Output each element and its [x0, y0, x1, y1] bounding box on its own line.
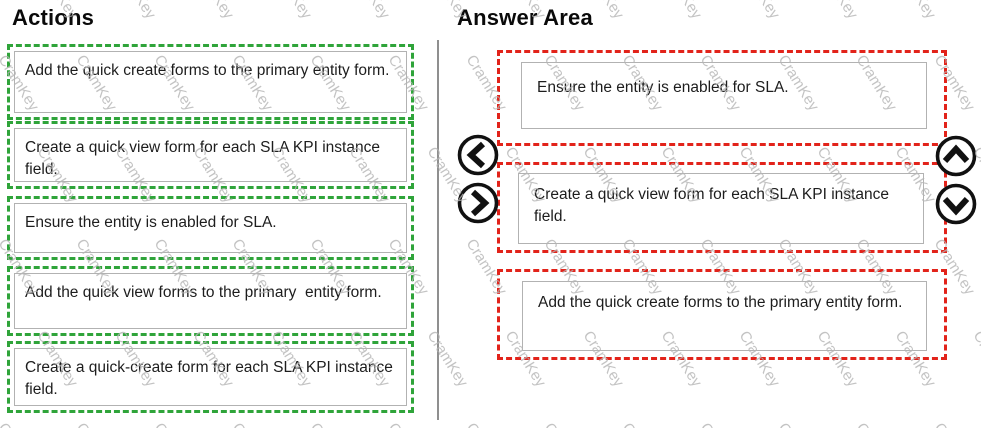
move-down-button[interactable] — [934, 182, 978, 226]
answer-slot[interactable]: Add the quick create forms to the primar… — [497, 269, 947, 360]
answer-item-label: Ensure the entity is enabled for SLA. — [537, 79, 789, 96]
answer-item-card[interactable]: Ensure the entity is enabled for SLA. — [521, 62, 927, 129]
answer-slot[interactable]: Create a quick view form for each SLA KP… — [497, 162, 947, 253]
answer-item-label: Add the quick create forms to the primar… — [538, 294, 903, 311]
action-item[interactable]: Create a quick view form for each SLA KP… — [7, 121, 414, 189]
watermark-text: CramKey — [658, 0, 706, 22]
watermark-text: CramKey — [463, 420, 511, 428]
watermark-text: CramKey — [307, 420, 355, 428]
watermark-text: CramKey — [0, 144, 4, 207]
watermark-text: CramKey — [697, 420, 745, 428]
action-item-label: Add the quick create forms to the primar… — [25, 62, 390, 79]
watermark-text: CramKey — [385, 420, 433, 428]
action-item-card[interactable]: Add the quick create forms to the primar… — [14, 51, 407, 113]
answer-item-card[interactable]: Create a quick view form for each SLA KP… — [518, 173, 924, 244]
action-item[interactable]: Ensure the entity is enabled for SLA. — [7, 196, 414, 260]
answer-slot[interactable]: Ensure the entity is enabled for SLA. — [497, 50, 947, 146]
watermark-text: CramKey — [969, 328, 981, 391]
watermark-text: CramKey — [346, 0, 394, 22]
chevron-left-icon — [457, 134, 499, 176]
action-item-card[interactable]: Ensure the entity is enabled for SLA. — [14, 203, 407, 253]
chevron-up-icon — [935, 135, 977, 177]
action-item[interactable]: Create a quick-create form for each SLA … — [7, 341, 414, 413]
watermark-text: CramKey — [0, 0, 3, 22]
watermark-text: CramKey — [931, 420, 979, 428]
answer-area-title: Answer Area — [457, 5, 593, 30]
watermark-text: CramKey — [190, 0, 238, 22]
watermark-text: CramKey — [541, 420, 589, 428]
chevron-down-icon — [935, 183, 977, 225]
watermark-text: CramKey — [775, 420, 823, 428]
watermark-text: CramKey — [151, 420, 199, 428]
move-right-button[interactable] — [456, 181, 500, 225]
panel-divider — [437, 40, 439, 420]
watermark-text: CramKey — [970, 0, 981, 22]
watermark-text: CramKey — [736, 0, 784, 22]
actions-panel-title: Actions — [12, 5, 95, 30]
action-item[interactable]: Add the quick create forms to the primar… — [7, 44, 414, 120]
action-item-card[interactable]: Create a quick-create form for each SLA … — [14, 348, 407, 406]
watermark-text: CramKey — [112, 0, 160, 22]
action-item-card[interactable]: Add the quick view forms to the primary … — [14, 273, 407, 329]
action-item-label: Create a quick-create form for each SLA … — [25, 359, 398, 398]
action-item-label: Create a quick view form for each SLA KP… — [25, 139, 385, 178]
answer-item-card[interactable]: Add the quick create forms to the primar… — [522, 281, 927, 351]
answer-item-label: Create a quick view form for each SLA KP… — [534, 186, 894, 225]
watermark-text: CramKey — [853, 420, 901, 428]
chevron-right-icon — [457, 182, 499, 224]
action-item-label: Add the quick view forms to the primary … — [25, 284, 382, 301]
watermark-text: CramKey — [268, 0, 316, 22]
watermark-text: CramKey — [0, 328, 4, 391]
action-item-card[interactable]: Create a quick view form for each SLA KP… — [14, 128, 407, 182]
move-up-button[interactable] — [934, 134, 978, 178]
watermark-text: CramKey — [423, 328, 472, 391]
watermark-text: CramKey — [73, 420, 121, 428]
action-item-label: Ensure the entity is enabled for SLA. — [25, 214, 277, 231]
watermark-text: CramKey — [814, 0, 862, 22]
watermark-text: CramKey — [619, 420, 667, 428]
watermark-text: CramKey — [229, 420, 277, 428]
watermark-text: CramKey — [0, 420, 42, 428]
move-left-button[interactable] — [456, 133, 500, 177]
watermark-text: CramKey — [892, 0, 940, 22]
action-item[interactable]: Add the quick view forms to the primary … — [7, 266, 414, 336]
